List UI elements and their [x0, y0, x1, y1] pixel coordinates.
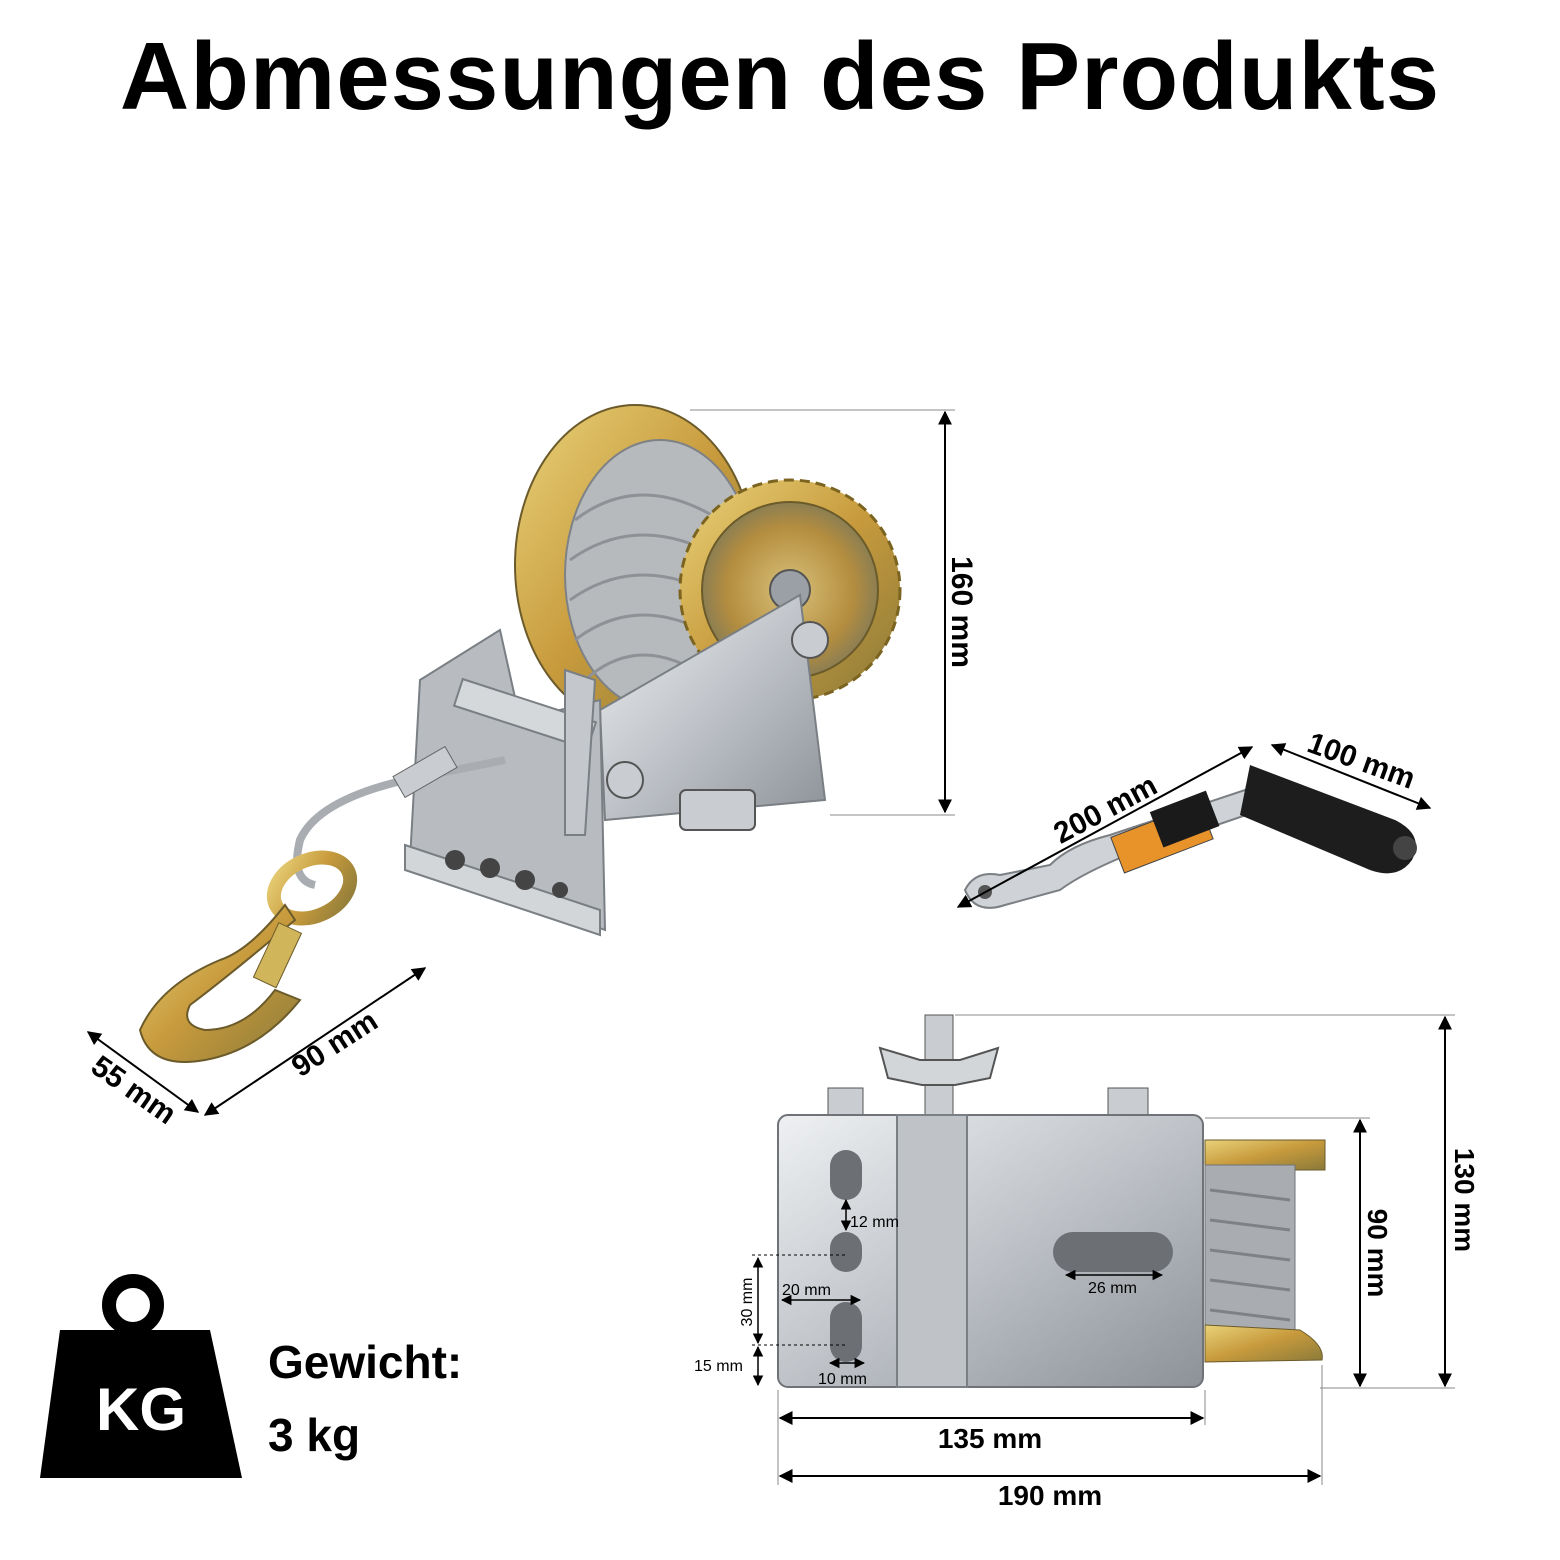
- dim-total-height-label: 130 mm: [1449, 1148, 1480, 1252]
- weight-value: 3 kg: [268, 1409, 361, 1461]
- winch-top-view: [777, 1014, 1326, 1388]
- winch-perspective: [138, 404, 902, 1063]
- dim-edge-offset-label: 15 mm: [694, 1358, 743, 1375]
- dim-total-width-label: 190 mm: [998, 1480, 1102, 1511]
- weight-icon: [40, 1274, 242, 1478]
- page-title: Abmessungen des Produkts: [119, 23, 1441, 130]
- dim-handle-grip-label: 100 mm: [1303, 726, 1419, 795]
- dim-body-width-label: 135 mm: [938, 1423, 1042, 1454]
- weight-label: Gewicht:: [268, 1336, 463, 1388]
- dimension-lines-perspective: [86, 409, 955, 1116]
- dimension-lines-handle: [956, 743, 1432, 908]
- dimension-lines-top-view: [752, 1014, 1455, 1485]
- dim-height-label: 160 mm: [945, 556, 978, 668]
- weight-icon-text: KG: [96, 1376, 186, 1443]
- dim-slot-length-label: 20 mm: [782, 1282, 831, 1299]
- dim-slot-pitch-label: 30 mm: [739, 1278, 756, 1327]
- dim-body-height-label: 90 mm: [1362, 1209, 1393, 1298]
- crank-handle: [963, 765, 1417, 909]
- dim-center-slot-label: 26 mm: [1088, 1280, 1137, 1297]
- dim-slot-width-label: 10 mm: [818, 1371, 867, 1388]
- dim-length-label: 90 mm: [286, 1004, 384, 1083]
- dim-slot-gap-label: 12 mm: [850, 1214, 899, 1231]
